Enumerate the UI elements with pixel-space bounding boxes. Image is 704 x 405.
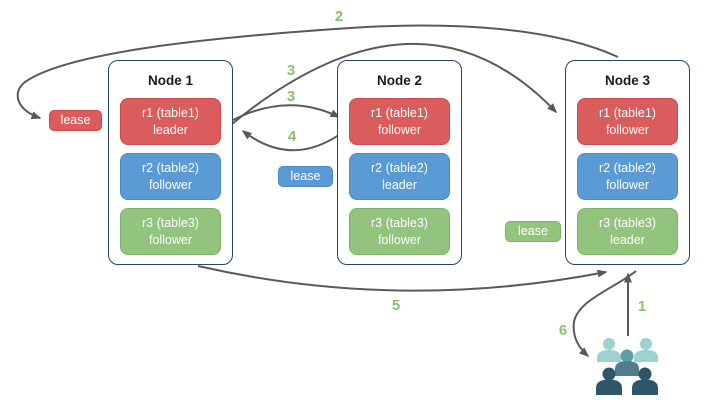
- arrow-step-3-to-node2: [232, 104, 341, 121]
- node2-replica-r1: r1 (table1) follower: [349, 98, 450, 145]
- replica-name: r2 (table2): [142, 161, 199, 175]
- arrow-step-4: [241, 129, 347, 152]
- node3-replica-r3: r3 (table3) leader: [577, 208, 678, 255]
- arrow-step-3-to-node3: [231, 42, 558, 125]
- replica-name: r2 (table2): [371, 161, 428, 175]
- step-label-6: 6: [558, 322, 568, 339]
- replica-name: r1 (table1): [142, 106, 199, 120]
- users-group-icon: [596, 338, 658, 395]
- node1-replica-r1: r1 (table1) leader: [120, 98, 221, 145]
- node-title: Node 1: [147, 73, 193, 88]
- lease-label-blue: lease: [278, 166, 333, 187]
- replica-role: leader: [382, 177, 417, 192]
- node1-replica-r2: r2 (table2) follower: [120, 153, 221, 200]
- replica-name: r3 (table3): [599, 216, 656, 230]
- replica-name: r3 (table3): [142, 216, 199, 230]
- node-2: Node 2 r1 (table1) follower r2 (table2) …: [337, 60, 462, 265]
- node-3: Node 3 r1 (table1) follower r2 (table2) …: [565, 60, 690, 265]
- step-label-5: 5: [391, 297, 401, 314]
- replica-role: leader: [610, 232, 645, 247]
- replica-role: follower: [377, 232, 422, 247]
- node3-replica-r2: r2 (table2) follower: [577, 153, 678, 200]
- node1-replica-r3: r3 (table3) follower: [120, 208, 221, 255]
- replica-name: r3 (table3): [371, 216, 428, 230]
- arrow-step-6: [572, 270, 637, 357]
- node-1: Node 1 r1 (table1) leader r2 (table2) fo…: [108, 60, 233, 265]
- step-label-4: 4: [287, 128, 297, 145]
- replica-name: r1 (table1): [599, 106, 656, 120]
- replica-role: leader: [153, 122, 188, 137]
- node2-replica-r2: r2 (table2) leader: [349, 153, 450, 200]
- node-title: Node 2: [376, 73, 422, 88]
- step-label-3-lower: 3: [286, 88, 296, 105]
- node2-replica-r3: r3 (table3) follower: [349, 208, 450, 255]
- node-title: Node 3: [604, 73, 650, 88]
- lease-label-red: lease: [49, 110, 102, 131]
- step-label-3-upper: 3: [286, 62, 296, 79]
- replica-name: r2 (table2): [599, 161, 656, 175]
- replica-role: follower: [605, 122, 650, 137]
- step-label-1: 1: [637, 298, 647, 315]
- replica-role: follower: [148, 177, 193, 192]
- replica-role: follower: [148, 232, 193, 247]
- step-label-2: 2: [334, 8, 344, 25]
- replica-name: r1 (table1): [371, 106, 428, 120]
- arrow-step-2: [16, 24, 619, 120]
- replica-role: follower: [377, 122, 422, 137]
- lease-label-green: lease: [505, 221, 561, 242]
- replica-role: follower: [605, 177, 650, 192]
- arrow-step-5: [197, 265, 608, 292]
- node3-replica-r1: r1 (table1) follower: [577, 98, 678, 145]
